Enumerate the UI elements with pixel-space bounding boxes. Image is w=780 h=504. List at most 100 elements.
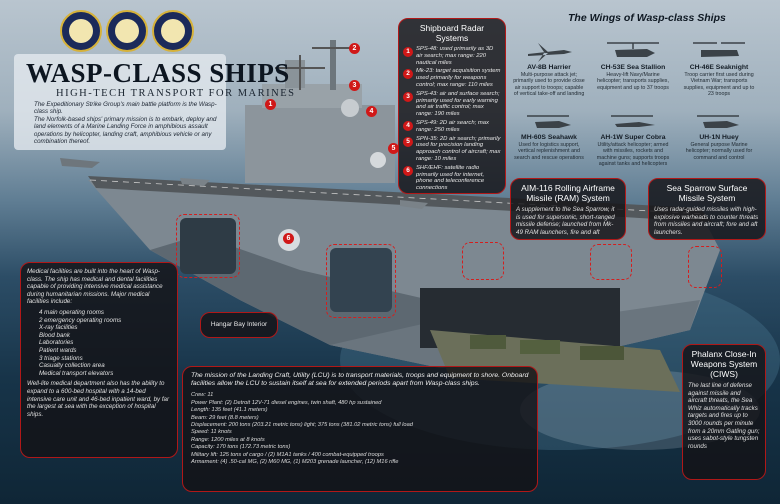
aircraft-uh1n[interactable]: UH-1N Huey General purpose Marine helico… xyxy=(682,112,756,161)
intro-line-2: The Norfolk-based ships' primary mission… xyxy=(34,115,217,146)
lcu-intro: The mission of the Landing Craft, Utilit… xyxy=(191,372,529,388)
aircraft-desc: Troop carrier first used during Vietnam … xyxy=(683,72,755,97)
list-item: Casualty collection area xyxy=(39,362,105,370)
aircraft-av8b[interactable]: AV-8B Harrier Multi-purpose attack jet; … xyxy=(512,40,586,97)
intro-line-1: The Expeditionary Strike Group's main ba… xyxy=(34,101,217,116)
aircraft-name: AH-1W Super Cobra xyxy=(600,134,666,141)
aircraft-desc: Used for logistics support, vertical rep… xyxy=(514,142,584,161)
ciws-body: The last line of defense against missile… xyxy=(688,382,760,450)
ram-body: A supplement to the Sea Sparrow, it is u… xyxy=(516,206,615,236)
ciws-highlight xyxy=(688,246,722,288)
aircraft-mh60s[interactable]: MH-60S Seahawk Used for logistics suppor… xyxy=(512,112,586,161)
title-box xyxy=(14,54,226,150)
aircraft-name: AV-8B Harrier xyxy=(527,64,571,71)
lcu-spec: Beam: 29 feet (8.8 meters) xyxy=(191,414,259,421)
list-item: 2 emergency operating rooms xyxy=(39,316,122,324)
aircraft-desc: Utility/attack helicopter; armed with mi… xyxy=(596,142,670,167)
aircraft-ch53e[interactable]: CH-53E Sea Stallion Heavy-lift Navy/Mari… xyxy=(596,38,670,91)
radar-number: 2 xyxy=(403,69,413,80)
medical-intro: Medical facilities are built into the he… xyxy=(27,268,163,306)
medical-highlight xyxy=(326,244,396,318)
navy-seal-2 xyxy=(106,10,148,52)
list-item: Laboratories xyxy=(39,339,74,347)
jet-icon xyxy=(528,43,572,62)
hangar-highlight xyxy=(176,214,240,278)
medical-outro: Well-lite medical department also has th… xyxy=(27,380,170,418)
sea-sparrow-title: Sea Sparrow Surface Missile System xyxy=(666,183,748,203)
navy-seal-3 xyxy=(152,10,194,52)
sea-sparrow-body: Uses radar-guided missiles with high-exp… xyxy=(654,206,759,236)
lcu-spec: Capacity: 170 tons (172.73 metric tons) xyxy=(191,444,291,451)
radar-number: 6 xyxy=(403,165,413,176)
intro-text: The Expeditionary Strike Group's main ba… xyxy=(34,101,219,145)
aircraft-desc: Heavy-lift Navy/Marine helicopter; trans… xyxy=(597,72,669,91)
lcu-spec: Power Plant: (2) Detroit 12V-71 diesel e… xyxy=(191,399,382,406)
list-item: 4 main operating rooms xyxy=(39,308,105,316)
hangar-label: Hangar Bay Interior xyxy=(200,312,278,338)
page-subtitle: HIGH-TECH TRANSPORT FOR MARINES xyxy=(56,88,296,99)
aircraft-desc: General purpose Marine helicopter; norma… xyxy=(685,142,753,161)
wings-title: The Wings of Wasp-class Ships xyxy=(568,12,726,24)
list-item: Patient wards xyxy=(39,346,77,354)
ram-panel: AIM-116 Rolling Airframe Missile (RAM) S… xyxy=(510,178,626,240)
medical-list: 4 main operating rooms 2 emergency opera… xyxy=(39,309,171,377)
lcu-spec: Armament: (4) .50-cal MG, (2) M60 MG, (1… xyxy=(191,459,399,466)
aircraft-desc: Multi-purpose attack jet; primarily used… xyxy=(513,72,585,97)
radar-number: 4 xyxy=(403,120,413,131)
helicopter-icon xyxy=(527,115,571,128)
aircraft-ah1w[interactable]: AH-1W Super Cobra Utility/attack helicop… xyxy=(596,112,670,167)
lcu-spec: Military lift: 125 tons of cargo / (2) M… xyxy=(191,451,384,458)
medical-panel: Medical facilities are built into the he… xyxy=(20,262,178,458)
lcu-spec: Range: 1200 miles at 8 knots xyxy=(191,436,265,443)
page-title: WASP-CLASS SHIPS xyxy=(26,58,290,88)
sea-sparrow-panel: Sea Sparrow Surface Missile System Uses … xyxy=(648,178,766,240)
hangar-label-text: Hangar Bay Interior xyxy=(210,321,268,328)
list-item: 3 triage stations xyxy=(39,354,83,362)
radar-marker-5[interactable]: 5 xyxy=(388,143,399,154)
radar-text: Mk-23: target acquisition system used pr… xyxy=(416,68,501,88)
radar-marker-2[interactable]: 2 xyxy=(349,43,360,54)
aircraft-name: CH-46E Seaknight xyxy=(689,64,749,71)
lcu-spec: Length: 135 feet (41.1 meters) xyxy=(191,407,268,414)
ram-highlight xyxy=(462,242,504,280)
lcu-spec: Displacement: 200 tons (203.21 metric to… xyxy=(191,422,413,429)
radar-number: 3 xyxy=(403,91,413,102)
helicopter-icon xyxy=(697,115,739,128)
ram-title: AIM-116 Rolling Airframe Missile (RAM) S… xyxy=(521,183,615,203)
radar-marker-3[interactable]: 3 xyxy=(349,80,360,91)
aircraft-name: MH-60S Seahawk xyxy=(521,134,577,141)
radar-marker-4[interactable]: 4 xyxy=(366,106,377,117)
ciws-panel: Phalanx Close-In Weapons System (CIWS) T… xyxy=(682,344,766,480)
radar-number: 1 xyxy=(403,47,413,57)
aircraft-ch46e[interactable]: CH-46E Seaknight Troop carrier first use… xyxy=(682,38,756,97)
lcu-panel: The mission of the Landing Craft, Utilit… xyxy=(182,366,538,492)
helicopter-icon xyxy=(693,42,745,57)
radar-number: 5 xyxy=(403,136,413,147)
navy-seal-1 xyxy=(60,10,102,52)
sea-sparrow-highlight xyxy=(590,244,632,280)
list-item: Medical transport elevators xyxy=(39,369,114,377)
helicopter-icon xyxy=(611,115,655,127)
radar-text: SPN-35: 2D air search; primarily used fo… xyxy=(416,135,501,162)
radar-title: Shipboard Radar Systems xyxy=(419,23,485,43)
radar-text: SPS-48: used primarily as 3D air search;… xyxy=(416,46,494,66)
list-item: Blood bank xyxy=(39,331,70,339)
lcu-spec: Crew: 11 xyxy=(191,392,214,399)
list-item: X-ray facilities xyxy=(39,324,78,332)
radar-text: SHF/EHF: satellite radio primarily used … xyxy=(416,164,485,192)
radar-text: SPS-43: air and surface search; primaril… xyxy=(416,90,500,118)
radar-marker-6[interactable]: 6 xyxy=(283,233,294,244)
lcu-spec: Speed: 11 knots xyxy=(191,429,232,436)
helicopter-icon xyxy=(607,42,659,57)
aircraft-name: UH-1N Huey xyxy=(699,134,739,141)
aircraft-name: CH-53E Sea Stallion xyxy=(600,64,666,71)
radar-marker-1[interactable]: 1 xyxy=(265,99,276,110)
radar-text: SPS-49: 2D air search; max range: 250 mi… xyxy=(416,119,490,133)
